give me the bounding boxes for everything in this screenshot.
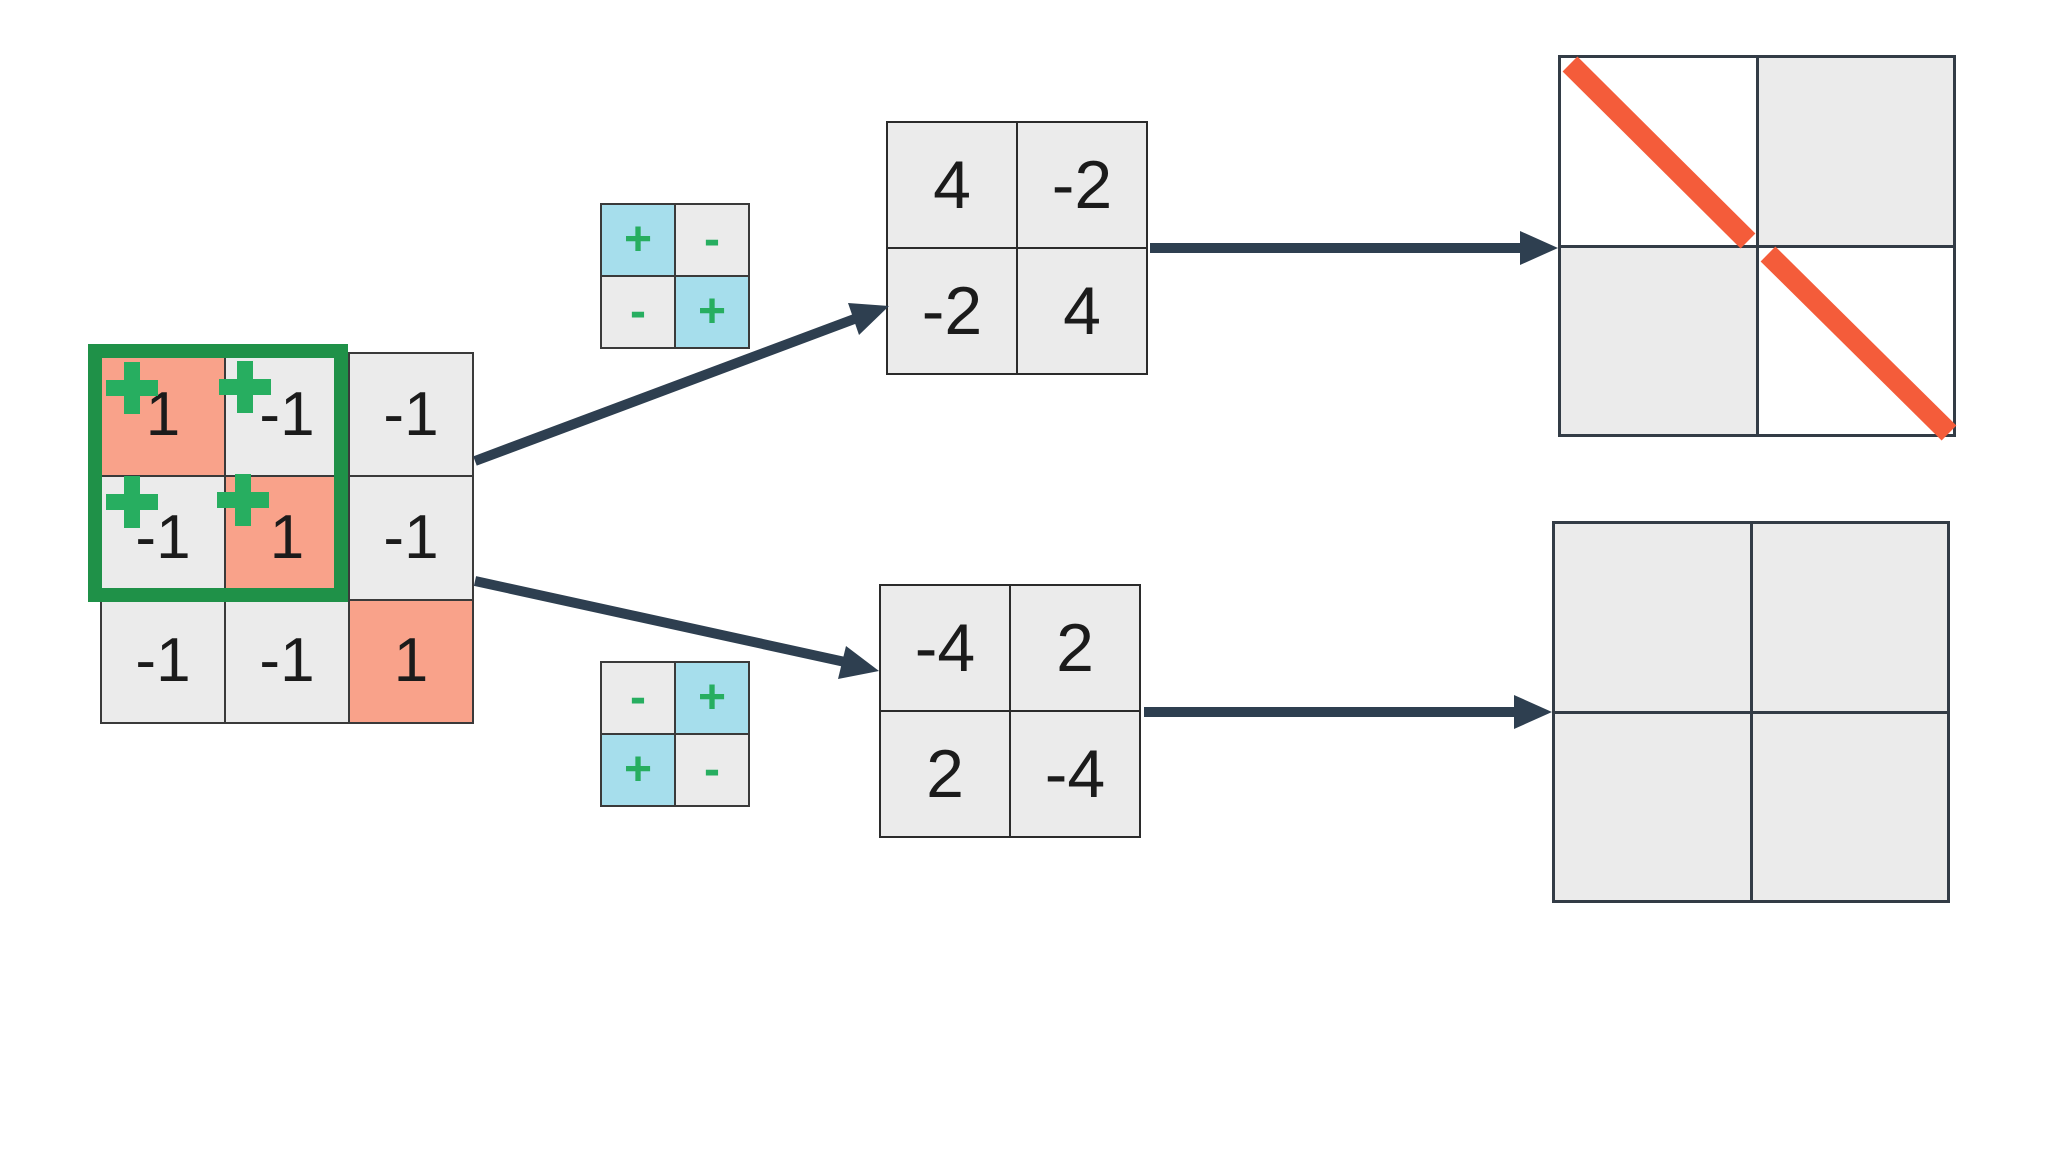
input-cell: 1 <box>350 600 472 722</box>
filter-cell: - <box>676 735 748 805</box>
input-cell: -1 <box>350 477 472 599</box>
plus-icon <box>219 361 271 413</box>
result-cell: 2 <box>1011 586 1139 710</box>
result-matrix-top: 4 -2 -2 4 <box>886 121 1148 375</box>
output-grid-bottom <box>1552 521 1950 903</box>
input-cell: -1 <box>226 600 348 722</box>
filter-cell: + <box>676 277 748 347</box>
arrowhead-icon <box>1514 695 1552 729</box>
output-cell <box>1555 713 1750 900</box>
result-cell: 2 <box>881 712 1009 836</box>
output-cell <box>1752 524 1947 711</box>
output-grid-top <box>1558 55 1956 437</box>
result-cell: -2 <box>1018 123 1146 247</box>
output-cell <box>1758 247 1953 434</box>
input-cell: -1 <box>350 354 472 476</box>
result-cell: 4 <box>888 123 1016 247</box>
output-cell <box>1561 58 1756 245</box>
input-cell: -1 <box>102 600 224 722</box>
arrow-to-result-bottom <box>473 576 847 667</box>
output-cell <box>1752 713 1947 900</box>
filter-matrix-top: + - - + <box>600 203 750 349</box>
input-cell: -1 <box>102 477 224 599</box>
plus-icon <box>106 362 158 414</box>
result-cell: -4 <box>1011 712 1139 836</box>
input-cell: 1 <box>102 354 224 476</box>
filter-cell: + <box>676 663 748 733</box>
filter-cell: - <box>676 205 748 275</box>
arrowhead-icon <box>1520 231 1558 265</box>
result-cell: -4 <box>881 586 1009 710</box>
arrowhead-icon <box>848 303 889 335</box>
selection-box <box>88 344 348 602</box>
filter-cell: + <box>602 205 674 275</box>
result-cell: -2 <box>888 249 1016 373</box>
filter-matrix-bottom: - + + - <box>600 661 750 807</box>
output-cell <box>1555 524 1750 711</box>
input-matrix: 1 -1 -1 -1 1 -1 -1 -1 1 <box>100 352 474 724</box>
filter-cell: + <box>602 735 674 805</box>
plus-icon <box>217 474 269 526</box>
result-cell: 4 <box>1018 249 1146 373</box>
plus-icon <box>106 476 158 528</box>
filter-cell: - <box>602 277 674 347</box>
result-matrix-bottom: -4 2 2 -4 <box>879 584 1141 838</box>
output-cell <box>1561 247 1756 434</box>
output-cell <box>1758 58 1953 245</box>
arrowhead-icon <box>838 646 879 679</box>
filter-cell: - <box>602 663 674 733</box>
